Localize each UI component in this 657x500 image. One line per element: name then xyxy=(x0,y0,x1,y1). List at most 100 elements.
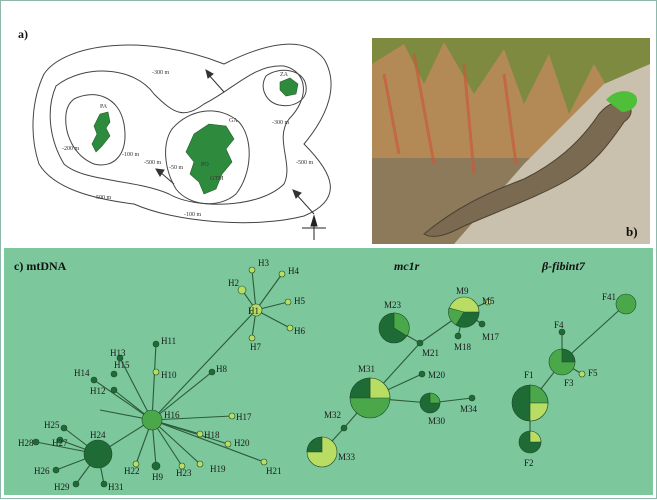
label-m9: M9 xyxy=(456,286,469,296)
mc1r-title: mc1r xyxy=(394,259,420,273)
node-h31 xyxy=(101,481,107,487)
node-m17 xyxy=(479,321,485,327)
label-h21: H21 xyxy=(266,466,282,476)
node-h15 xyxy=(111,371,117,377)
island-za xyxy=(280,78,298,96)
node-m31-slice xyxy=(370,378,390,398)
panel-a-label: a) xyxy=(18,27,28,41)
label-m21: M21 xyxy=(422,348,439,358)
contour-map xyxy=(33,44,331,223)
label-h31: H31 xyxy=(108,482,124,492)
label-h7: H7 xyxy=(250,342,261,352)
label-h26: H26 xyxy=(34,466,50,476)
depth-label-50-po: -50 m xyxy=(169,165,183,171)
label-h18: H18 xyxy=(204,430,220,440)
depth-label-300-right: -300 m xyxy=(272,120,289,126)
node-m21 xyxy=(417,340,423,346)
panel-c-label: c) mtDNA xyxy=(14,259,67,273)
label-h8: H8 xyxy=(216,364,227,374)
node-f3-slice xyxy=(562,349,575,362)
mc1r-nodes xyxy=(307,297,491,467)
island-label-pa: PA xyxy=(100,104,108,110)
label-m17: M17 xyxy=(482,332,500,342)
label-m5: M5 xyxy=(482,296,495,306)
label-h28: H28 xyxy=(18,438,34,448)
node-f2-slice xyxy=(530,431,541,442)
label-f5: F5 xyxy=(588,368,598,378)
island-label-za: ZA xyxy=(280,72,289,78)
label-h4: H4 xyxy=(288,266,299,276)
node-h25 xyxy=(61,425,67,431)
depth-label-500-mid: -500 m xyxy=(144,160,161,166)
node-h7 xyxy=(249,335,255,341)
compass-icon xyxy=(302,216,326,240)
node-f1-slice xyxy=(530,385,548,403)
node-h12 xyxy=(111,387,117,393)
arrow-southwest xyxy=(160,172,174,184)
depth-label-100-bottom: -100 m xyxy=(184,212,201,218)
label-m23: M23 xyxy=(384,300,402,310)
label-h11: H11 xyxy=(161,336,176,346)
label-h17: H17 xyxy=(236,412,252,422)
node-h20 xyxy=(225,441,231,447)
island-po xyxy=(186,124,234,194)
label-m31: M31 xyxy=(358,364,375,374)
node-f5 xyxy=(579,371,585,377)
label-h14: H14 xyxy=(74,368,90,378)
node-h17 xyxy=(229,413,235,419)
depth-label-500-bottom: -500 m xyxy=(94,195,111,201)
label-f41: F41 xyxy=(602,292,616,302)
node-h10 xyxy=(153,369,159,375)
depth-label-300-top: -300 m xyxy=(152,70,169,76)
node-m33-slice xyxy=(307,437,322,452)
bottom-panel: c) mtDNA mc1r β-fibint7 xyxy=(4,248,653,495)
label-h22: H22 xyxy=(124,466,140,476)
node-m34 xyxy=(469,395,475,401)
label-h27: H27 xyxy=(52,438,68,448)
top-panel: a) PA PO GA ZA GTM -300 m -200 m xyxy=(4,4,653,248)
label-h5: H5 xyxy=(294,296,305,306)
node-h8 xyxy=(209,369,215,375)
label-m34: M34 xyxy=(460,404,478,414)
label-f4: F4 xyxy=(554,320,564,330)
node-h9 xyxy=(152,462,160,470)
label-h13: H13 xyxy=(110,348,126,358)
islands xyxy=(92,78,298,194)
arrow-north-head xyxy=(206,70,213,78)
label-h12: H12 xyxy=(90,386,106,396)
panel-b-label: b) xyxy=(626,224,638,239)
label-f3: F3 xyxy=(564,378,574,388)
label-m18: M18 xyxy=(454,342,472,352)
island-label-po: PO xyxy=(201,162,209,168)
label-h6: H6 xyxy=(294,326,305,336)
label-f1: F1 xyxy=(524,370,534,380)
arrow-southeast xyxy=(296,194,314,214)
lizard-photo: b) xyxy=(372,38,650,244)
top-panel-svg: a) PA PO GA ZA GTM -300 m -200 m xyxy=(4,4,653,248)
label-h1: H1 xyxy=(248,306,259,316)
mc1r-network: M5 M9 M17 M18 M20 M21 M23 M30 M31 M32 M3… xyxy=(307,286,500,467)
depth-label-500-right: -500 m xyxy=(296,160,313,166)
node-h19 xyxy=(197,461,203,467)
label-h25: H25 xyxy=(44,420,60,430)
label-h20: H20 xyxy=(234,438,250,448)
fib-edges xyxy=(530,304,626,442)
label-h3: H3 xyxy=(258,258,269,268)
contour-mid xyxy=(50,66,303,204)
node-f41 xyxy=(616,294,636,314)
label-m32: M32 xyxy=(324,410,341,420)
node-m31-slice2 xyxy=(350,378,370,398)
node-h14 xyxy=(91,377,97,383)
label-m33: M33 xyxy=(338,452,356,462)
node-h2 xyxy=(238,286,246,294)
node-h11 xyxy=(153,341,159,347)
label-h2: H2 xyxy=(228,278,239,288)
node-h21 xyxy=(261,459,267,465)
depth-label-100-pa: -100 m xyxy=(122,152,139,158)
island-pa xyxy=(92,112,110,152)
node-f1-slice2 xyxy=(530,403,548,421)
node-h18 xyxy=(197,431,203,437)
networks-svg: c) mtDNA mc1r β-fibint7 xyxy=(4,248,653,495)
label-h24: H24 xyxy=(90,430,106,440)
fib-title: β-fibint7 xyxy=(541,259,586,273)
